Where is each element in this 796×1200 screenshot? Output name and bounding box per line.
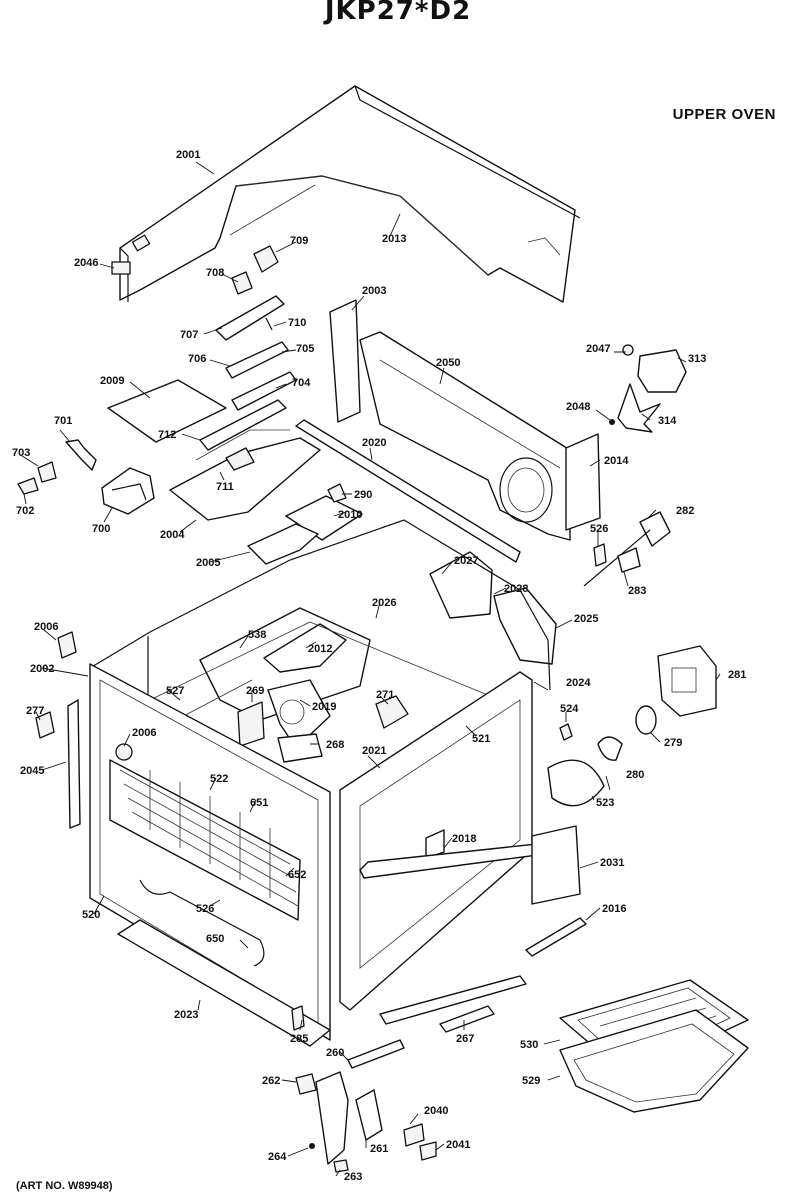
callout-710: 710: [288, 317, 306, 329]
callout-2025: 2025: [574, 613, 598, 625]
callout-2016: 2016: [602, 903, 626, 915]
callout-703: 703: [12, 447, 30, 459]
callout-271: 271: [376, 689, 394, 701]
callout-2021: 2021: [362, 745, 386, 757]
callout-708: 708: [206, 267, 224, 279]
callout-2018: 2018: [452, 833, 476, 845]
callout-2013: 2013: [382, 233, 406, 245]
callout-260: 260: [326, 1047, 344, 1059]
callout-2020: 2020: [362, 437, 386, 449]
callout-264: 264: [268, 1151, 287, 1163]
callout-651: 651: [250, 797, 268, 809]
door-hinge-parts: [291, 1005, 437, 1173]
callout-522: 522: [210, 773, 228, 785]
callout-263: 263: [344, 1171, 362, 1183]
callout-2045: 2045: [20, 765, 44, 777]
callout-524: 524: [560, 703, 579, 715]
callout-527: 527: [166, 685, 184, 697]
fan-motor-313: [565, 344, 687, 531]
callout-2019: 2019: [312, 701, 336, 713]
callout-2031: 2031: [600, 857, 624, 869]
callout-2001: 2001: [176, 149, 200, 161]
callout-2040: 2040: [424, 1105, 448, 1117]
callout-712: 712: [158, 429, 176, 441]
callout-267: 267: [456, 1033, 474, 1045]
leader-lines: [21, 161, 721, 1177]
section-label: UPPER OVEN: [672, 106, 776, 123]
rail-2020: [295, 419, 521, 563]
rotisserie-motor-282: [583, 511, 671, 587]
callout-700: 700: [92, 523, 110, 535]
art-number: (ART NO. W89948): [16, 1180, 113, 1192]
vent-2010-2005: [247, 483, 363, 565]
callout-2004: 2004: [160, 529, 185, 541]
callout-529: 529: [522, 1075, 540, 1087]
callout-526-bottom: 526: [196, 903, 214, 915]
latch-parts: [17, 439, 155, 515]
callout-2046: 2046: [74, 257, 98, 269]
callout-2048: 2048: [566, 401, 590, 413]
callout-2028: 2028: [504, 583, 528, 595]
callout-702: 702: [16, 505, 34, 517]
callout-523: 523: [596, 797, 614, 809]
callout-268: 268: [326, 739, 344, 751]
callout-2027: 2027: [454, 555, 478, 567]
callout-282: 282: [676, 505, 694, 517]
callout-281: 281: [728, 669, 746, 681]
callout-labels: 2001 2013 709 708 2046 2003 707 710 706 …: [12, 149, 746, 1183]
shield-2009-2004: [107, 379, 321, 521]
callout-2006-mid: 2006: [132, 727, 156, 739]
callout-314: 314: [658, 415, 677, 427]
callout-650: 650: [206, 933, 224, 945]
duct-2027-2028: [429, 551, 557, 665]
callout-701: 701: [54, 415, 72, 427]
callout-521: 521: [472, 733, 490, 745]
callout-2002: 2002: [30, 663, 54, 675]
light-and-hinge-parts: [379, 645, 717, 1033]
left-trim-parts: [35, 631, 81, 829]
callout-2041: 2041: [446, 1139, 470, 1151]
callout-706: 706: [188, 353, 206, 365]
callout-2006-top: 2006: [34, 621, 58, 633]
model-title: JKP27*D2: [324, 0, 472, 26]
callout-2026: 2026: [372, 597, 396, 609]
callout-711: 711: [216, 481, 234, 493]
callout-707: 707: [180, 329, 198, 341]
callout-269: 269: [246, 685, 264, 697]
callout-2012: 2012: [308, 643, 332, 655]
callout-538: 538: [248, 629, 266, 641]
callout-261: 261: [370, 1143, 388, 1155]
oven-cavity-body: [89, 519, 561, 1047]
callout-279: 279: [664, 737, 682, 749]
switch-parts-700-series: [199, 245, 297, 451]
callout-2003: 2003: [362, 285, 386, 297]
callout-2024: 2024: [566, 677, 591, 689]
callout-704: 704: [292, 377, 311, 389]
top-cover-2001: [111, 85, 581, 303]
callout-2005: 2005: [196, 557, 220, 569]
callout-285: 285: [290, 1033, 308, 1045]
callout-530: 530: [520, 1039, 538, 1051]
callout-705: 705: [296, 343, 314, 355]
callout-290: 290: [354, 489, 372, 501]
callout-280: 280: [626, 769, 644, 781]
callout-520: 520: [82, 909, 100, 921]
callout-2010: 2010: [338, 509, 362, 521]
callout-283: 283: [628, 585, 646, 597]
callout-2014: 2014: [604, 455, 629, 467]
callout-652: 652: [288, 869, 306, 881]
callout-2023: 2023: [174, 1009, 198, 1021]
callout-526-top: 526: [590, 523, 608, 535]
broiler-pan-530: [559, 979, 749, 1113]
callout-709: 709: [290, 235, 308, 247]
callout-2047: 2047: [586, 343, 610, 355]
callout-262: 262: [262, 1075, 280, 1087]
back-panel-2050: [329, 299, 571, 541]
callout-2050: 2050: [436, 357, 460, 369]
callout-313: 313: [688, 353, 706, 365]
callout-2009: 2009: [100, 375, 124, 387]
callout-277: 277: [26, 705, 44, 717]
